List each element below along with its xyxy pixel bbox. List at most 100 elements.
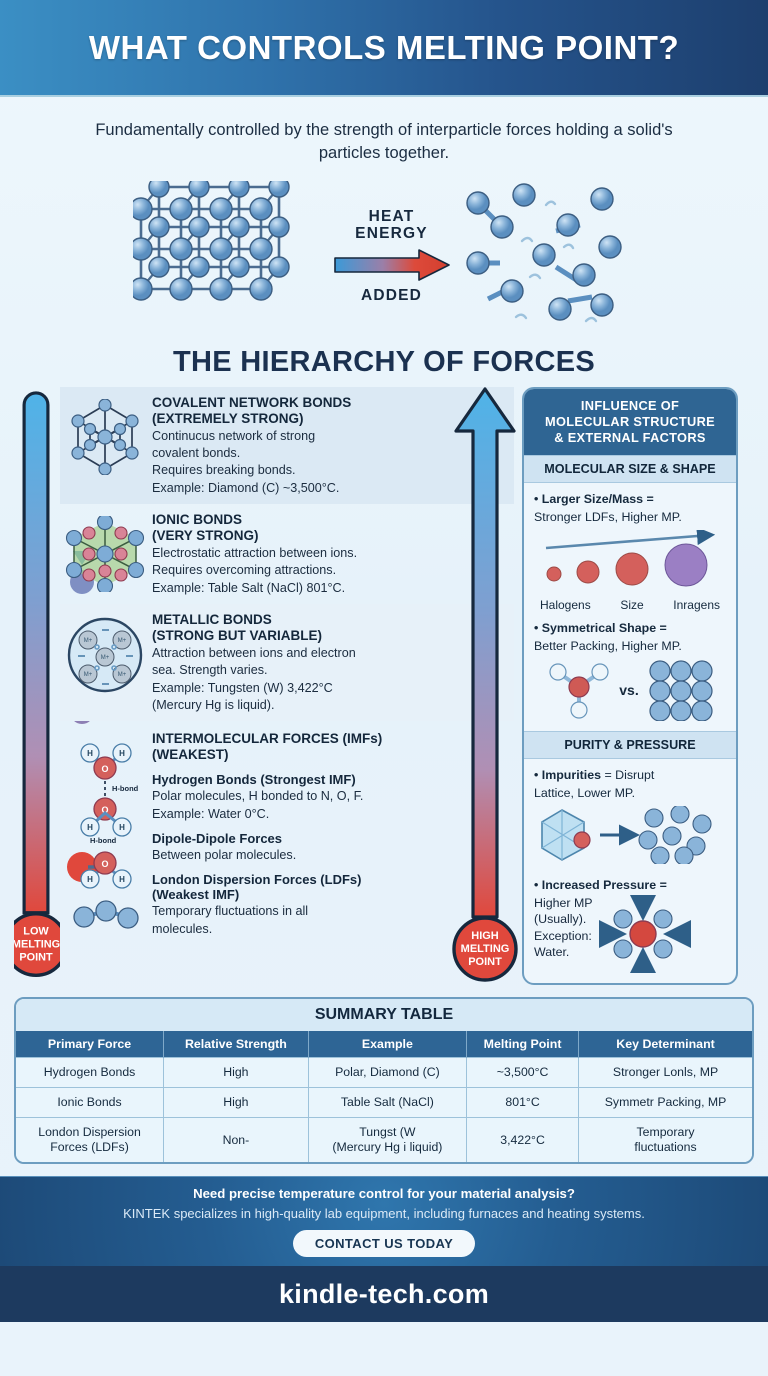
heat-label-line1: HEAT [368, 207, 415, 225]
size-label-1: Size [620, 597, 644, 612]
table-row: Hydrogen Bonds High Polar, Diamond (C) ~… [16, 1057, 752, 1088]
impurities-line2: Lattice, Lower MP. [534, 786, 636, 801]
bullet-pressure: • Increased Pressure = [534, 877, 667, 892]
hydrogen-bond-title: Hydrogen Bonds (Strongest IMF) [152, 772, 356, 788]
subtitle: Fundamentally controlled by the strength… [95, 121, 673, 163]
thermo-high-line2: MELTING [461, 943, 510, 955]
cell-r0-c3: ~3,500°C [466, 1057, 580, 1088]
svg-text:M+: M+ [101, 655, 110, 661]
covalent-line2: covalent bonds. [152, 446, 241, 461]
thermo-low-line1: LOW [23, 925, 49, 937]
cell-r1-c2: Table Salt (NaCl) [308, 1087, 468, 1118]
summary-table-wrap: SUMMARY TABLE Primary Force Relative Str… [14, 997, 754, 1165]
ldf-line2: molecules. [152, 921, 213, 936]
svg-text:H: H [87, 749, 93, 758]
metallic-line1: Attraction between ions and electron [152, 645, 356, 660]
ionic-text: IONIC BONDS (VERY STRONG) Electrostatic … [148, 512, 510, 596]
cell-r0-c0: Hydrogen Bonds [16, 1057, 165, 1088]
section-purity-pressure-title: PURITY & PRESSURE [524, 730, 736, 759]
svg-text:H-bond: H-bond [90, 836, 117, 845]
cell-r2-c0: London Dispersion Forces (LDFs) [16, 1117, 165, 1163]
brand-bar: kindle-tech.com [0, 1266, 768, 1323]
force-row-metallic[interactable]: M+M+M+ M+M+ METALLIC BONDS (S [60, 604, 514, 722]
metallic-electron-sea-icon: M+M+M+ M+M+ [62, 612, 148, 694]
cell-r2-c2: Tungst (W (Mercury Hg i liquid) [308, 1117, 468, 1163]
ldf-subtitle: (Weakest IMF) [152, 887, 240, 903]
pressure-line4: Water. [534, 944, 570, 959]
panel-title-line3: & EXTERNAL FACTORS [554, 429, 706, 445]
force-row-imf[interactable]: O H H H-bond O [60, 721, 514, 945]
vs-label: vs. [619, 681, 639, 698]
col-relative-strength: Relative Strength [163, 1031, 309, 1058]
section-molecular-size-title: MOLECULAR SIZE & SHAPE [524, 454, 736, 483]
cell-r1-c0: Ionic Bonds [16, 1087, 165, 1118]
impurities-rest: = Disrupt [601, 767, 655, 782]
hydrogen-bond-line1: Polar molecules, H bonded to N, O, F. [152, 789, 364, 804]
hierarchy-title: THE HIERARCHY OF FORCES [172, 345, 596, 378]
svg-text:O: O [101, 805, 108, 815]
summary-table: Primary Force Relative Strength Example … [16, 1031, 752, 1163]
svg-text:H: H [87, 823, 93, 832]
cell-r2-c2-l2: (Mercury Hg i liquid) [332, 1140, 443, 1155]
cta-headline: Need precise temperature control for you… [193, 1186, 575, 1202]
pressure-line2: (Usually). [534, 912, 587, 927]
force-rows: COVALENT NETWORK BONDS (EXTREMELY STRONG… [60, 386, 514, 945]
svg-text:M+: M+ [84, 672, 93, 678]
heat-arrow-icon [333, 248, 450, 281]
svg-text:H-bond: H-bond [112, 784, 139, 793]
cell-r1-c1: High [163, 1087, 309, 1118]
panel-title-line1: INFLUENCE OF [580, 397, 680, 413]
ionic-title: IONIC BONDS [152, 512, 243, 528]
pressure-line3: Exception: [534, 928, 592, 943]
bullet-larger-size-bold: • Larger Size/Mass = [534, 491, 654, 506]
cell-r2-c4-l2: fluctuations [634, 1140, 697, 1155]
ionic-line1: Electrostatic attraction between ions. [152, 545, 358, 560]
influence-panel: INFLUENCE OF MOLECULAR STRUCTURE & EXTER… [522, 386, 738, 986]
col-example: Example [308, 1031, 468, 1058]
size-label-0: Halogens [540, 597, 591, 612]
svg-text:M+: M+ [118, 672, 127, 678]
bullet-symmetrical-rest: Better Packing, Higher MP. [534, 639, 682, 654]
page-title: WHAT CONTROLS MELTING POINT? [88, 28, 680, 66]
metallic-text: METALLIC BONDS (STRONG BUT VARIABLE) Att… [148, 612, 510, 713]
imf-molecules-icon: O H H H-bond O [62, 731, 148, 935]
size-labels: Halogens Size Inragens [534, 597, 726, 612]
bullet-symmetrical-bold: • Symmetrical Shape = [534, 620, 667, 635]
svg-text:H: H [87, 875, 93, 884]
heat-energy-label-group: HEAT ENERGY ADDED [329, 208, 454, 304]
hydrogen-bond-line2: Example: Water 0°C. [152, 806, 270, 821]
col-key-determinant: Key Determinant [578, 1031, 752, 1058]
ionic-line3: Example: Table Salt (NaCl) 801°C. [152, 580, 346, 595]
metallic-line3: Example: Tungsten (W) 3,422°C [152, 680, 333, 695]
brand-name: kindle-tech.com [278, 1278, 490, 1309]
asymmetric-molecule-icon [549, 663, 609, 719]
size-gradient-icon [545, 526, 716, 587]
ldf-line1: Temporary fluctuations in all [152, 904, 309, 919]
force-row-ionic[interactable]: IONIC BONDS (VERY STRONG) Electrostatic … [60, 504, 514, 604]
heat-energy-diagram: HEAT ENERGY ADDED [0, 172, 768, 332]
impurities-bold: • Impurities [534, 767, 601, 782]
cell-r2-c2-l1: Tungst (W [359, 1125, 416, 1140]
svg-text:H: H [119, 823, 125, 832]
imf-title: INTERMOLECULAR FORCES (IMFs) [152, 731, 383, 747]
cell-r2-c1: Non- [163, 1117, 309, 1163]
cell-r2-c0-l2: Forces (LDFs) [50, 1140, 129, 1155]
covalent-text: COVALENT NETWORK BONDS (EXTREMELY STRONG… [148, 395, 510, 496]
bullet-impurities: • Impurities = Disrupt [534, 767, 726, 784]
contact-us-button[interactable]: CONTACT US TODAY [292, 1230, 476, 1258]
cell-r0-c4: Stronger Lonls, MP [578, 1057, 752, 1088]
low-melting-thermometer: LOW MELTING POINT [14, 391, 60, 977]
svg-text:M+: M+ [118, 638, 127, 644]
pressure-line1: Higher MP [534, 896, 593, 911]
cell-r2-c4: Temporary fluctuations [578, 1117, 752, 1163]
thermo-high-line1: HIGH [471, 930, 499, 942]
cell-r2-c0-l1: London Dispersion [38, 1125, 141, 1140]
symmetric-packing-icon [649, 660, 713, 721]
liquid-particles-icon [466, 183, 622, 323]
imf-text: INTERMOLECULAR FORCES (IMFs) (WEAKEST) H… [148, 731, 510, 937]
metallic-line2: sea. Strength varies. [152, 663, 268, 678]
metallic-line4: (Mercury Hg is liquid). [152, 697, 275, 712]
force-row-covalent[interactable]: COVALENT NETWORK BONDS (EXTREMELY STRONG… [60, 386, 514, 505]
panel-title-line2: MOLECULAR STRUCTURE [545, 413, 715, 429]
